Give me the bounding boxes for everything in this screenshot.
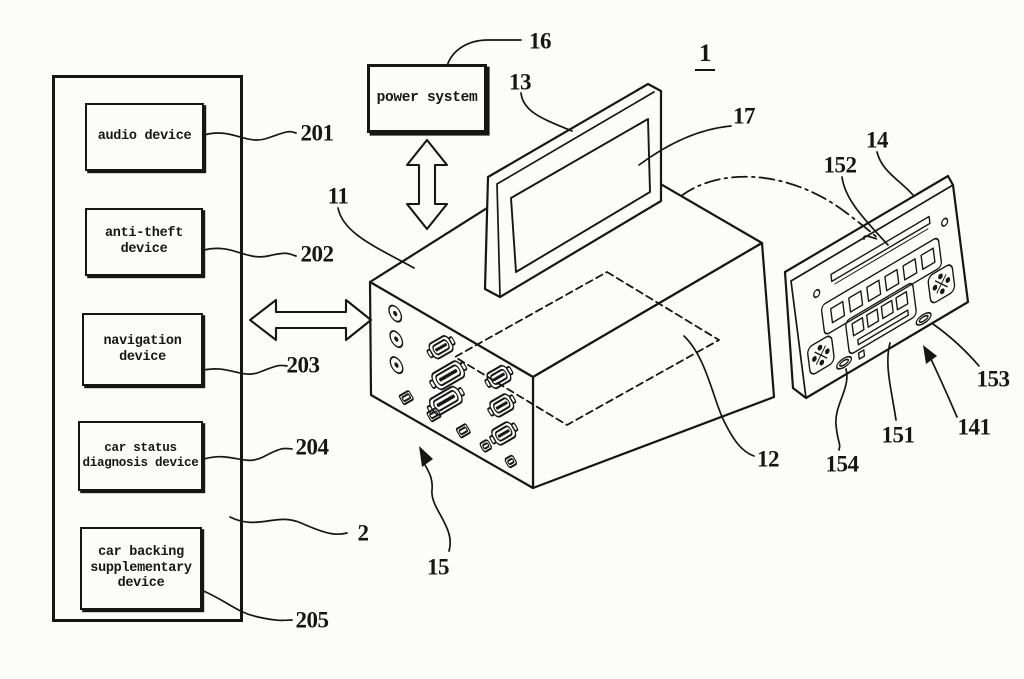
ref-label-154: 154 — [825, 451, 860, 477]
ref-label-153: 153 — [976, 366, 1011, 392]
leader-204 — [203, 447, 293, 462]
ref-label-15: 15 — [427, 554, 450, 580]
external-devices-group-box — [52, 75, 243, 622]
ref-label-141: 141 — [957, 414, 992, 440]
ref-label-17: 17 — [733, 103, 756, 129]
leader-141 — [929, 356, 958, 418]
leader-11 — [337, 207, 415, 269]
leader-154 — [835, 368, 848, 451]
ref-label-204: 204 — [295, 434, 330, 460]
panel-mini-button — [857, 349, 866, 360]
leader-14 — [876, 151, 914, 196]
panel-screw-left — [813, 288, 821, 299]
leader-203 — [195, 364, 288, 375]
leader-16 — [446, 39, 522, 67]
ref-label-202: 202 — [300, 241, 335, 267]
ref-label-16: 16 — [529, 28, 552, 54]
bus-double-arrow — [248, 298, 373, 342]
button-row-2-bezel — [845, 282, 917, 355]
dashed-mount-area — [454, 271, 720, 426]
front-panel-drawing — [783, 174, 970, 400]
panel-screw-right — [941, 217, 949, 227]
panel-button — [830, 300, 846, 324]
power-double-arrow — [405, 138, 449, 231]
arrowhead-141 — [923, 345, 937, 364]
panel-button — [920, 247, 936, 271]
panel-button — [851, 316, 865, 337]
ref-label-14: 14 — [866, 127, 889, 153]
ref-label-13: 13 — [509, 69, 532, 95]
navigation-device-box: navigation device — [82, 313, 203, 386]
leader-12 — [683, 335, 755, 457]
panel-outline — [783, 174, 970, 400]
leader-17 — [638, 125, 732, 166]
audio-device-box: audio device — [85, 103, 204, 171]
panel-button — [880, 299, 894, 320]
ref-label-152: 152 — [823, 152, 858, 178]
leader-15 — [421, 454, 452, 552]
leader-153 — [932, 323, 980, 367]
main-unit-drawing — [368, 141, 776, 490]
ref-label-201: 201 — [300, 120, 335, 146]
leader-151 — [887, 342, 897, 421]
ref-label-151: 151 — [881, 422, 916, 448]
disc-slot — [830, 215, 931, 283]
panel-button — [848, 290, 864, 313]
car-backing-supplementary-device-box: car backing supplementary device — [80, 527, 202, 610]
arrowhead-15 — [419, 446, 433, 467]
ref-label-2: 2 — [357, 520, 370, 546]
car-status-diagnosis-device-box: car status diagnosis device — [78, 421, 203, 491]
ref-label-11: 11 — [327, 183, 349, 209]
ref-label-12: 12 — [757, 446, 780, 472]
ref-label-203: 203 — [286, 352, 321, 378]
panel-face-edges — [790, 184, 954, 399]
anti-theft-device-box: anti-theft device — [85, 208, 203, 276]
leader-205 — [198, 588, 293, 622]
power-system-box: power system — [367, 64, 487, 133]
leader-arrowheads — [419, 345, 937, 467]
monitor-frame-edges — [496, 91, 655, 297]
button-row-1-bezel — [820, 237, 943, 335]
monitor-drawing — [483, 82, 663, 299]
panel-button — [866, 308, 880, 328]
figure-number-label: 1 — [695, 41, 715, 71]
panel-button — [902, 258, 918, 281]
ref-label-205: 205 — [295, 607, 330, 633]
panel-slot-151 — [857, 309, 910, 346]
leader-152 — [841, 176, 889, 246]
panel-button — [895, 290, 909, 311]
leader-202 — [203, 247, 297, 258]
monitor-screen — [510, 118, 651, 273]
leader-2 — [229, 516, 348, 536]
panel-button — [884, 268, 900, 292]
panel-face-content — [806, 215, 957, 377]
panel-link-line — [680, 175, 879, 240]
leader-13 — [520, 92, 573, 132]
leader-201 — [203, 130, 297, 141]
panel-button — [866, 279, 882, 303]
